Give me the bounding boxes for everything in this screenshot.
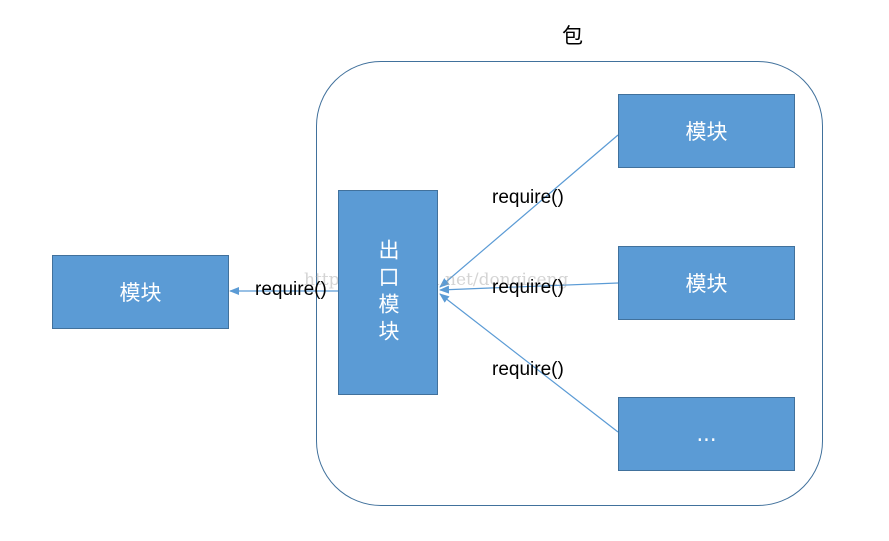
arrow-middle-to-exit bbox=[439, 282, 619, 294]
arrow-top-to-exit bbox=[439, 134, 619, 288]
bottom-module-label: ... bbox=[696, 422, 717, 446]
exit-module-box: 出口模块 bbox=[338, 190, 438, 395]
package-container bbox=[316, 61, 823, 506]
middle-module-label: 模块 bbox=[685, 272, 728, 296]
require-label-mid: require() bbox=[492, 277, 564, 298]
require-label-left: require() bbox=[255, 279, 327, 300]
arrow-bottom-to-exit bbox=[439, 293, 619, 433]
bottom-module-box: ... bbox=[618, 397, 795, 471]
package-title: 包 bbox=[562, 24, 583, 48]
require-label-lower: require() bbox=[492, 359, 564, 380]
external-module-box: 模块 bbox=[52, 255, 229, 329]
top-module-label: 模块 bbox=[685, 120, 728, 144]
require-label-upper: require() bbox=[492, 187, 564, 208]
external-module-label: 模块 bbox=[119, 281, 162, 305]
middle-module-box: 模块 bbox=[618, 246, 795, 320]
top-module-box: 模块 bbox=[618, 94, 795, 168]
exit-module-label: 出口模块 bbox=[376, 238, 400, 347]
